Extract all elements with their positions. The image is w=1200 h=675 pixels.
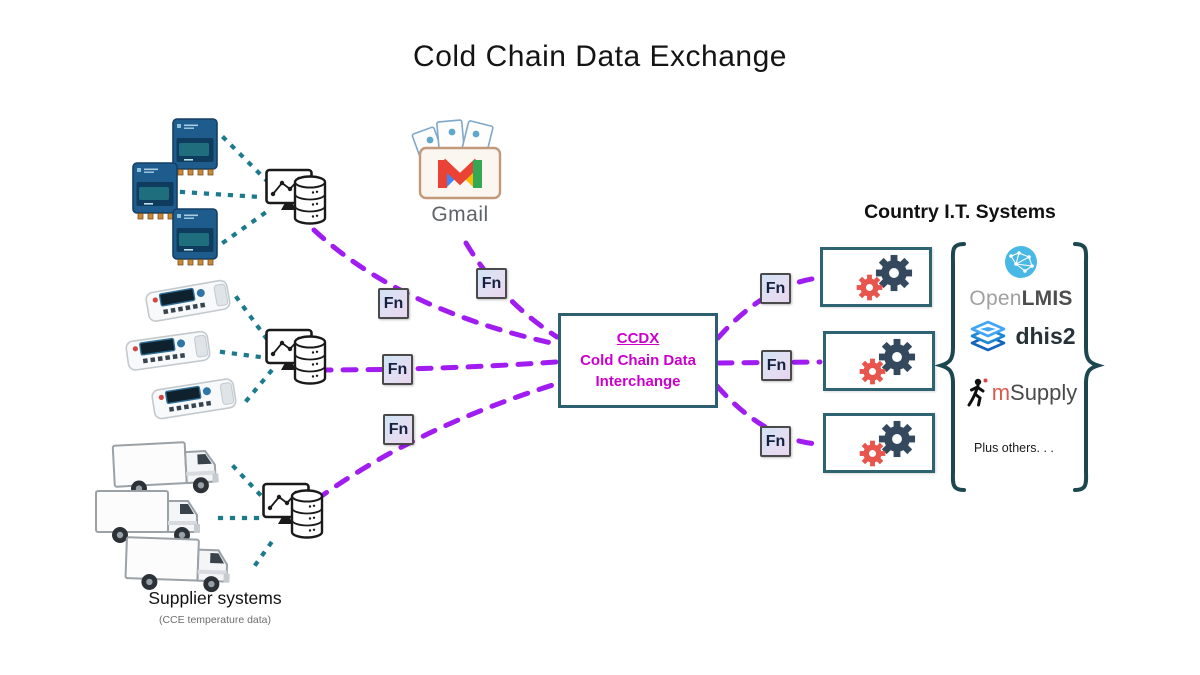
ccdx-acronym: CCDX [616,329,660,347]
country-it-systems-heading: Country I.T. Systems [864,201,1056,223]
openlmis-label: OpenLMIS [969,287,1073,310]
fn-box-2: Fn [476,268,507,299]
fn-box-1: Fn [378,288,409,319]
fn-box-3: Fn [382,354,413,385]
monitor-database-icon [265,168,329,230]
data-logger-icon [143,273,237,330]
gears-icon [859,420,916,467]
gears-icon [856,254,913,301]
msupply-logo: mSupply [958,377,1084,409]
dhis2-logo: dhis2 [966,318,1078,354]
temperature-monitor-icon [172,118,218,176]
openlmis-logo: OpenLMIS [962,244,1080,311]
plus-others-label: Plus others. . . [974,441,1054,455]
temperature-monitor-icon [172,208,218,266]
ccdx-name-line1: Cold Chain Data [580,351,696,369]
fn-box-4: Fn [383,414,414,445]
integration-gear-box-3 [823,413,935,473]
gmail-icon [408,118,512,204]
gears-icon [859,338,916,385]
msupply-label: mSupply [991,380,1078,405]
openlmis-globe-icon [1005,246,1037,278]
ccdx-name-line2: Interchange [595,373,681,391]
supplier-systems-sublabel: (CCE temperature data) [158,614,272,626]
fn-box-6: Fn [761,350,792,381]
monitor-database-icon [262,482,326,544]
fn-box-5: Fn [760,273,791,304]
dhis2-layers-icon [971,320,1006,352]
fn-box-7: Fn [760,426,791,457]
integration-gear-box-2 [823,331,935,391]
data-logger-icon [149,371,242,426]
truck-icon [123,534,237,596]
diagram-title: Cold Chain Data Exchange [413,40,787,73]
data-logger-icon [124,324,217,378]
dhis2-label: dhis2 [1015,322,1076,349]
supplier-systems-label: Supplier systems [148,588,282,608]
left-brace [934,242,966,492]
integration-gear-box-1 [820,247,932,307]
gmail-label: Gmail [431,203,489,226]
monitor-database-icon [265,328,329,390]
msupply-runner-icon [967,378,988,407]
ccdx-box: CCDX Cold Chain Data Interchange [558,313,718,408]
